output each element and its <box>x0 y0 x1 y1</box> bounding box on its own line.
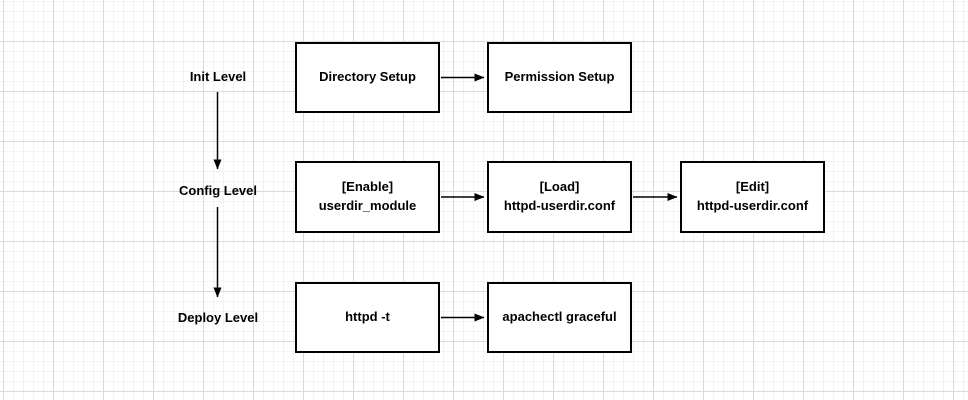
node-label: httpd -t <box>345 309 390 325</box>
node-httpd-t[interactable]: httpd -t <box>295 282 440 353</box>
level-label-deploy: Deploy Level <box>177 310 259 325</box>
node-label-line1: [Load] <box>539 179 580 195</box>
node-load-httpd-userdir-conf[interactable]: [Load] httpd-userdir.conf <box>487 161 632 233</box>
node-label: apachectl graceful <box>502 309 617 325</box>
node-label: Directory Setup <box>319 69 416 85</box>
node-apachectl-graceful[interactable]: apachectl graceful <box>487 282 632 353</box>
node-label-line1: [Enable] <box>341 179 394 195</box>
node-label-line1: [Edit] <box>735 179 770 195</box>
node-label-line2: userdir_module <box>318 198 417 213</box>
node-directory-setup[interactable]: Directory Setup <box>295 42 440 113</box>
node-label-line2: httpd-userdir.conf <box>503 198 616 213</box>
node-label: Permission Setup <box>504 69 615 85</box>
node-edit-httpd-userdir-conf[interactable]: [Edit] httpd-userdir.conf <box>680 161 825 233</box>
node-enable-userdir-module[interactable]: [Enable] userdir_module <box>295 161 440 233</box>
node-label-line2: httpd-userdir.conf <box>696 198 809 213</box>
node-permission-setup[interactable]: Permission Setup <box>487 42 632 113</box>
level-label-config: Config Level <box>178 183 257 198</box>
level-label-init: Init Level <box>189 69 247 84</box>
